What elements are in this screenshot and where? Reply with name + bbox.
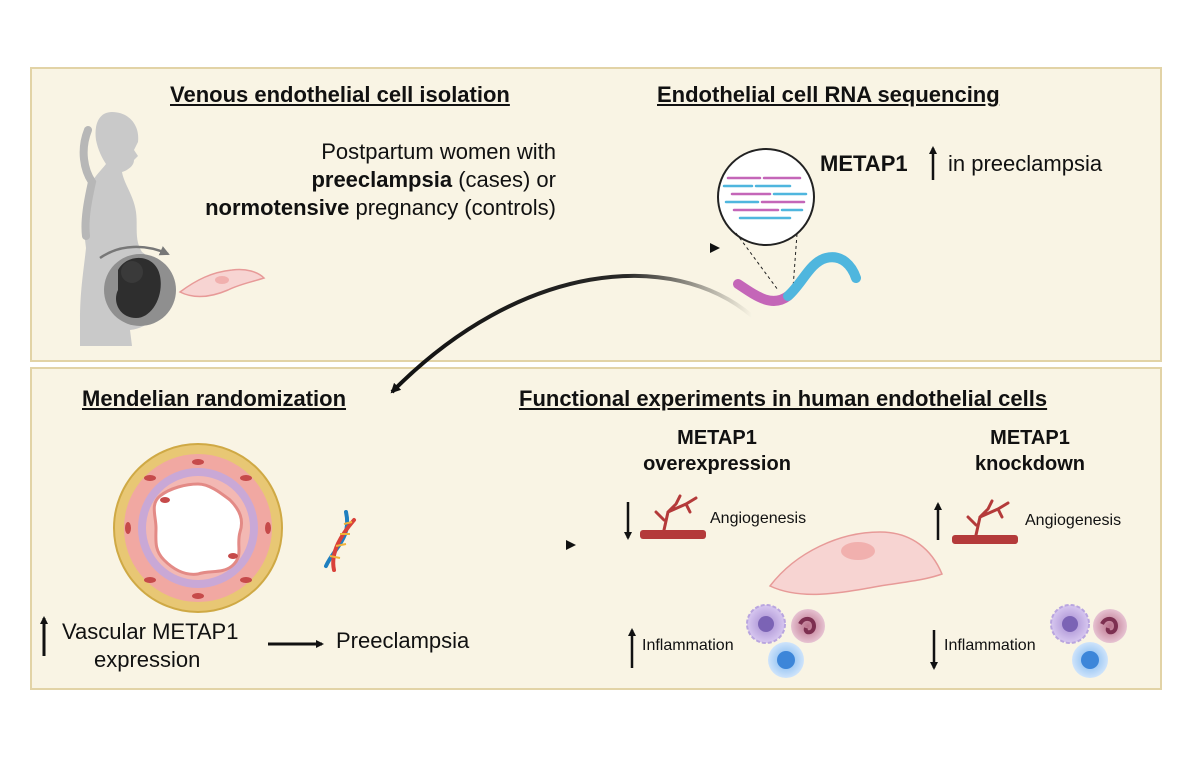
section-title-functional-experiments: Functional experiments in human endothel…: [519, 386, 1048, 411]
overexpression-angiogenesis-label: Angiogenesis: [710, 510, 807, 527]
cases-suffix: (cases) or: [452, 167, 556, 192]
rna-seq-magnifier-icon: [717, 148, 815, 291]
cohort-line-3: normotensive pregnancy (controls): [205, 194, 556, 222]
section-title-cell-isolation: Venous endothelial cell isolation: [170, 82, 510, 107]
curved-flow-arrow: [390, 273, 754, 394]
overexpression-line-2: overexpression: [643, 453, 791, 475]
cohort-line-2: preeclampsia (cases) or: [205, 166, 556, 194]
dna-helix-icon: [324, 510, 356, 572]
gene-label: METAP1: [820, 151, 908, 176]
knockdown-line-2: knockdown: [974, 453, 1085, 475]
mr-outcome: Preeclampsia: [336, 628, 470, 653]
overexpression-line-1: METAP1: [677, 427, 757, 449]
section-title-mendelian-randomization: Mendelian randomization: [82, 386, 347, 411]
immune-cells-icon: [1050, 604, 1127, 678]
isolation-arrow: [99, 245, 170, 260]
cohort-line-1: Postpartum women with: [321, 139, 556, 164]
top-panel: [30, 67, 1162, 362]
controls-label: normotensive: [205, 195, 350, 220]
immune-cells-icon: [746, 604, 825, 678]
overexpression-heading: METAP1 overexpression: [612, 425, 822, 477]
mr-exposure-line-1: Vascular METAP1: [62, 619, 239, 644]
section-title-rna-seq: Endothelial cell RNA sequencing: [657, 82, 1000, 107]
controls-suffix: pregnancy (controls): [349, 195, 556, 220]
overexpression-inflammation-label: Inflammation: [642, 637, 734, 654]
cohort-description: Postpartum women with preeclampsia (case…: [205, 138, 556, 222]
knockdown-angiogenesis-label: Angiogenesis: [1025, 512, 1122, 529]
endothelial-cell-small-icon: [178, 268, 266, 298]
cases-label: preeclampsia: [311, 167, 453, 192]
rna-strand-blue: [783, 252, 861, 301]
endothelial-cell-icon: [768, 531, 943, 596]
mr-exposure: Vascular METAP1 expression: [62, 618, 238, 674]
knockdown-inflammation-label: Inflammation: [944, 637, 1036, 654]
rna-seq-result: in preeclampsia: [948, 151, 1103, 176]
mr-exposure-line-2: expression: [94, 647, 201, 672]
rna-strand-pink: [733, 279, 793, 306]
blood-vessel-cross-section-icon: [113, 443, 283, 613]
angiogenesis-vessel-icon: [952, 499, 1018, 544]
knockdown-heading: METAP1 knockdown: [960, 425, 1100, 477]
pregnant-woman-icon: [79, 112, 176, 346]
angiogenesis-vessel-icon: [640, 494, 706, 539]
knockdown-line-1: METAP1: [990, 427, 1070, 449]
